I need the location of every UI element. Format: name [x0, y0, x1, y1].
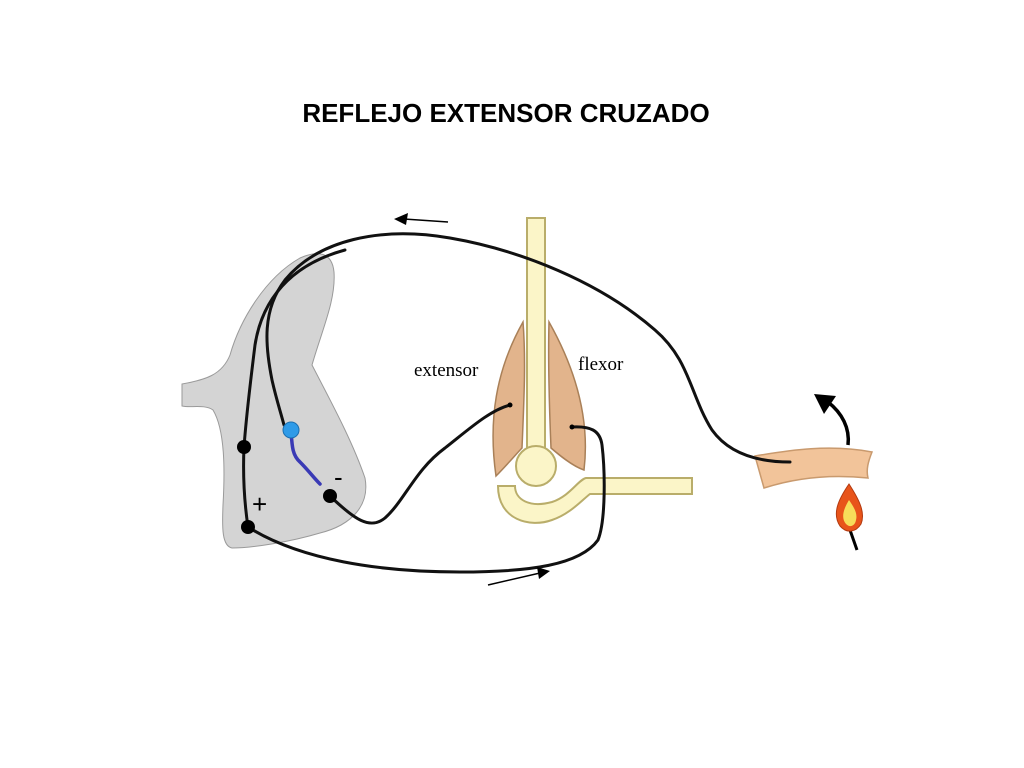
synapse-right: [323, 489, 337, 503]
spinal-cord-section: [181, 253, 367, 549]
interneuron-soma: [282, 421, 300, 439]
flexor-muscle: [547, 319, 587, 472]
bone: [496, 217, 693, 524]
afferent-fiber: [265, 232, 792, 464]
excitatory-sign: +: [252, 489, 267, 519]
withdrawal-arrow: [814, 394, 851, 446]
extensor-muscle: [492, 319, 526, 478]
motor-end-flexor: [569, 424, 575, 430]
extensor-label: extensor: [414, 360, 479, 381]
inhibitory-sign: -: [334, 462, 343, 492]
foot: [754, 447, 874, 489]
crossed-fiber: [242, 248, 347, 449]
arrow-bottom: [487, 567, 550, 586]
efferent-to-flexor: [246, 425, 606, 574]
flame-icon: [835, 483, 863, 551]
synapse-upper-left: [237, 440, 251, 454]
diagram-title: REFLEJO EXTENSOR CRUZADO: [302, 98, 710, 128]
efferent-to-extensor: [328, 403, 512, 525]
arrow-top: [394, 213, 449, 225]
flexor-label: flexor: [578, 354, 624, 375]
interneuron-axon: [289, 428, 322, 486]
motor-end-extensor: [507, 402, 513, 408]
synapse-lower-left: [241, 520, 255, 534]
